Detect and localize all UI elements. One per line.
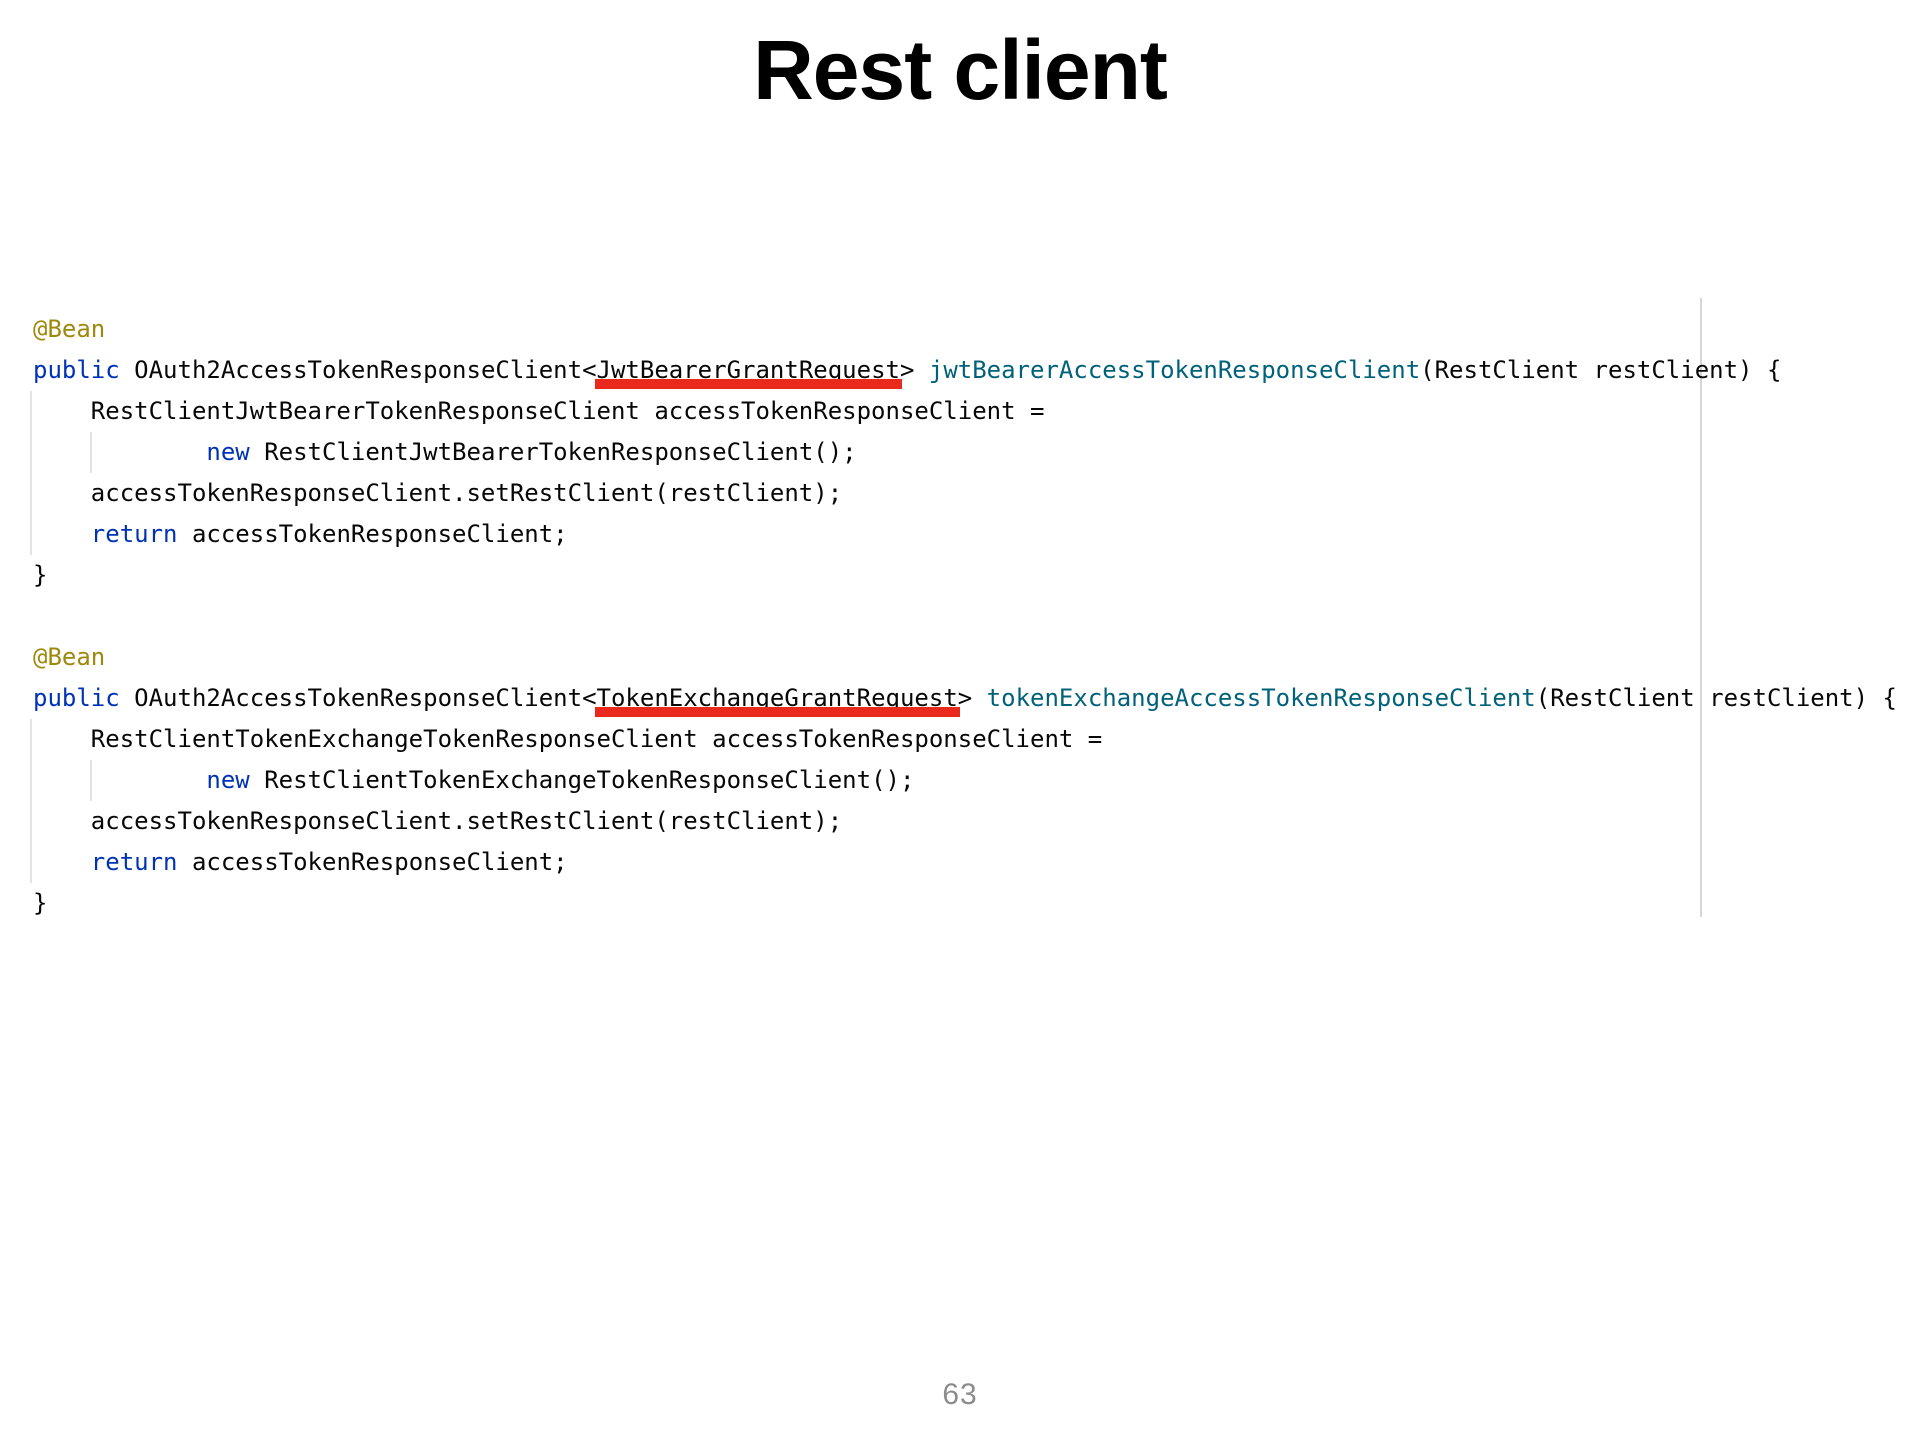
code-token: accessTokenResponseClient.setRestClient(… (33, 807, 843, 835)
code-token: return (90, 520, 178, 548)
code-line: RestClientJwtBearerTokenResponseClient a… (33, 391, 1897, 432)
code-line: new RestClientTokenExchangeTokenResponse… (33, 760, 1897, 801)
indent-guide (30, 391, 32, 555)
code-token: OAuth2AccessTokenResponseClient< (134, 356, 597, 384)
code-line: accessTokenResponseClient.setRestClient(… (33, 801, 1897, 842)
page-title: Rest client (753, 23, 1168, 117)
code-token (33, 766, 206, 794)
code-token: new (206, 438, 250, 466)
code-token (33, 520, 91, 548)
code-token: OAuth2AccessTokenResponseClient< (134, 684, 597, 712)
code-line (33, 596, 1897, 637)
code-token: public (33, 684, 135, 712)
code-line: } (33, 883, 1897, 924)
code-token: RestClientJwtBearerTokenResponseClient a… (33, 397, 1045, 425)
code-token: RestClientTokenExchangeTokenResponseClie… (249, 766, 915, 794)
code-line: return accessTokenResponseClient; (33, 514, 1897, 555)
code-line: return accessTokenResponseClient; (33, 842, 1897, 883)
code-token: (RestClient restClient) { (1535, 684, 1897, 712)
code-token: return (90, 848, 178, 876)
code-line: RestClientTokenExchangeTokenResponseClie… (33, 719, 1897, 760)
code-line: @Bean (33, 637, 1897, 678)
code-token (33, 438, 206, 466)
code-line: public OAuth2AccessTokenResponseClient<J… (33, 350, 1897, 391)
code-token: > (957, 684, 987, 712)
page-number: 63 (942, 1378, 978, 1411)
code-line: } (33, 555, 1897, 596)
code-token: public (33, 356, 135, 384)
indent-guide (90, 760, 92, 801)
code-line: public OAuth2AccessTokenResponseClient<T… (33, 678, 1897, 719)
code-token: } (33, 561, 48, 589)
code-line: new RestClientJwtBearerTokenResponseClie… (33, 432, 1897, 473)
code-token: RestClientJwtBearerTokenResponseClient()… (249, 438, 857, 466)
code-token: accessTokenResponseClient; (177, 848, 568, 876)
code-token: (RestClient restClient) { (1420, 356, 1782, 384)
indent-guide (30, 719, 32, 883)
code-token: RestClientTokenExchangeTokenResponseClie… (33, 725, 1103, 753)
code-block: @Bean public OAuth2AccessTokenResponseCli… (33, 309, 1897, 924)
code-line: accessTokenResponseClient.setRestClient(… (33, 473, 1897, 514)
code-token (33, 848, 91, 876)
code-token: } (33, 889, 48, 917)
code-token: accessTokenResponseClient.setRestClient(… (33, 479, 843, 507)
highlighted-type: TokenExchangeGrantRequest (596, 684, 958, 712)
highlighted-type: JwtBearerGrantRequest (596, 356, 900, 384)
code-token: jwtBearerAccessTokenResponseClient (928, 356, 1421, 384)
code-token: tokenExchangeAccessTokenResponseClient (986, 684, 1536, 712)
indent-guide (90, 432, 92, 473)
code-line: @Bean (33, 309, 1897, 350)
code-token: @Bean (33, 315, 106, 343)
code-token: > (899, 356, 929, 384)
code-token: accessTokenResponseClient; (177, 520, 568, 548)
code-token: @Bean (33, 643, 106, 671)
editor-margin-guide (1700, 298, 1702, 917)
code-token: new (206, 766, 250, 794)
